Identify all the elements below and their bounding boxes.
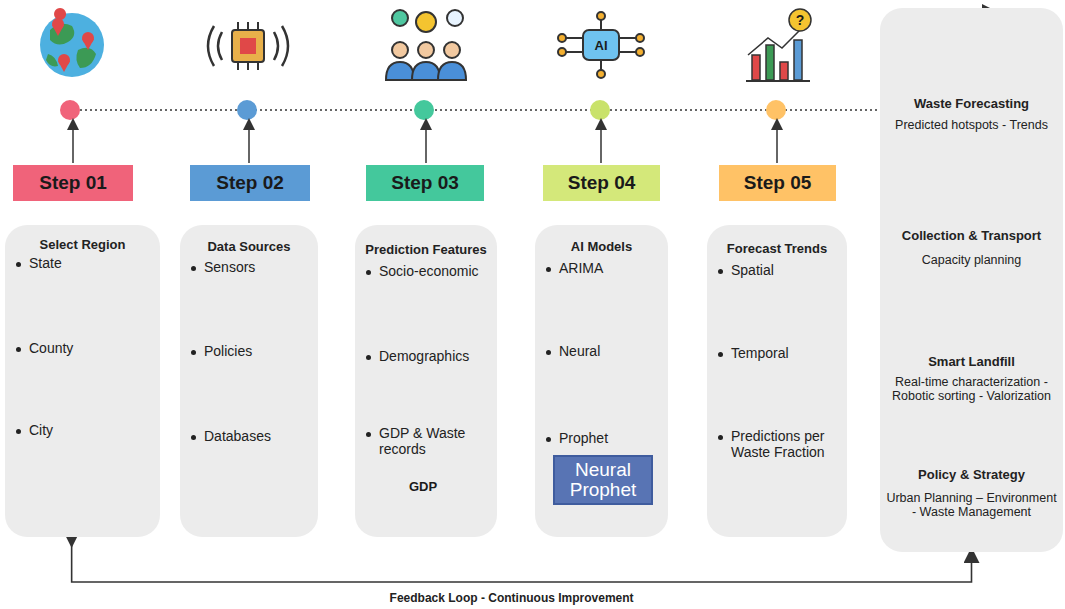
section-heading: Smart Landfill bbox=[886, 354, 1057, 369]
step-label: Step 05 bbox=[719, 165, 836, 201]
feedback-arrow bbox=[72, 540, 972, 582]
content-panel: Waste ForecastingPredicted hotspots - Tr… bbox=[880, 8, 1063, 552]
bullet-item: Sensors bbox=[188, 259, 310, 275]
step-title: Step 05 bbox=[744, 172, 812, 194]
section-text: Urban Planning – Environment - Waste Man… bbox=[886, 491, 1057, 519]
panel-heading: Select Region bbox=[13, 237, 152, 252]
panel-heading: Forecast Trends bbox=[715, 241, 839, 256]
content-panel: Forecast TrendsSpatialTemporalPrediction… bbox=[707, 225, 847, 537]
bullet-item: Neural bbox=[543, 343, 660, 359]
bullet-item: County bbox=[13, 340, 152, 356]
section-text: Capacity planning bbox=[886, 253, 1057, 267]
section-text: Real-time characterization - Robotic sor… bbox=[886, 375, 1057, 403]
bullet-item: Prophet bbox=[543, 430, 660, 446]
step-label: Step 03 bbox=[366, 165, 484, 201]
bullet-item: Socio-economic bbox=[363, 263, 489, 279]
step-label: Step 02 bbox=[190, 165, 310, 201]
content-panel: Data SourcesSensorsPoliciesDatabases bbox=[180, 225, 318, 537]
content-panel: AI ModelsARIMA NeuralProphetNeural Prophe… bbox=[535, 225, 668, 537]
step-label: Step 01 bbox=[13, 165, 133, 201]
bullet-item: ARIMA bbox=[543, 260, 660, 276]
icon-label: ? bbox=[796, 12, 805, 28]
bullet-item: Predictions per Waste Fraction bbox=[715, 428, 839, 460]
step-title: Step 03 bbox=[391, 172, 459, 194]
section-heading: Collection & Transport bbox=[886, 228, 1057, 243]
section-text: Predicted hotspots - Trends bbox=[886, 118, 1057, 132]
bullet-item: Databases bbox=[188, 428, 310, 444]
section-heading: Policy & Strategy bbox=[886, 467, 1057, 482]
bullet-item: Spatial bbox=[715, 262, 839, 278]
logo-text: Neural Prophet bbox=[553, 455, 653, 505]
bullet-item: Policies bbox=[188, 343, 310, 359]
step-title: Step 04 bbox=[568, 172, 636, 194]
bullet-item: Demographics bbox=[363, 348, 489, 364]
panel-heading: AI Models bbox=[543, 239, 660, 254]
icon-label: AI bbox=[595, 38, 608, 53]
section-heading: Waste Forecasting bbox=[886, 96, 1057, 111]
icon-label: GDP bbox=[409, 479, 437, 494]
bullet-item: State bbox=[13, 255, 152, 271]
bullet-item: Temporal bbox=[715, 345, 839, 361]
bullet-item: GDP & Waste records bbox=[363, 425, 489, 457]
panel-heading: Prediction Features bbox=[363, 242, 489, 257]
edge-label: Feedback Loop - Continuous Improvement bbox=[387, 591, 637, 605]
step-label: Step 04 bbox=[543, 165, 660, 201]
panel-heading: Data Sources bbox=[188, 239, 310, 254]
step-title: Step 01 bbox=[39, 172, 107, 194]
bullet-item: City bbox=[13, 422, 152, 438]
content-panel: Select RegionStateCountyCity bbox=[5, 225, 160, 537]
step-title: Step 02 bbox=[216, 172, 284, 194]
